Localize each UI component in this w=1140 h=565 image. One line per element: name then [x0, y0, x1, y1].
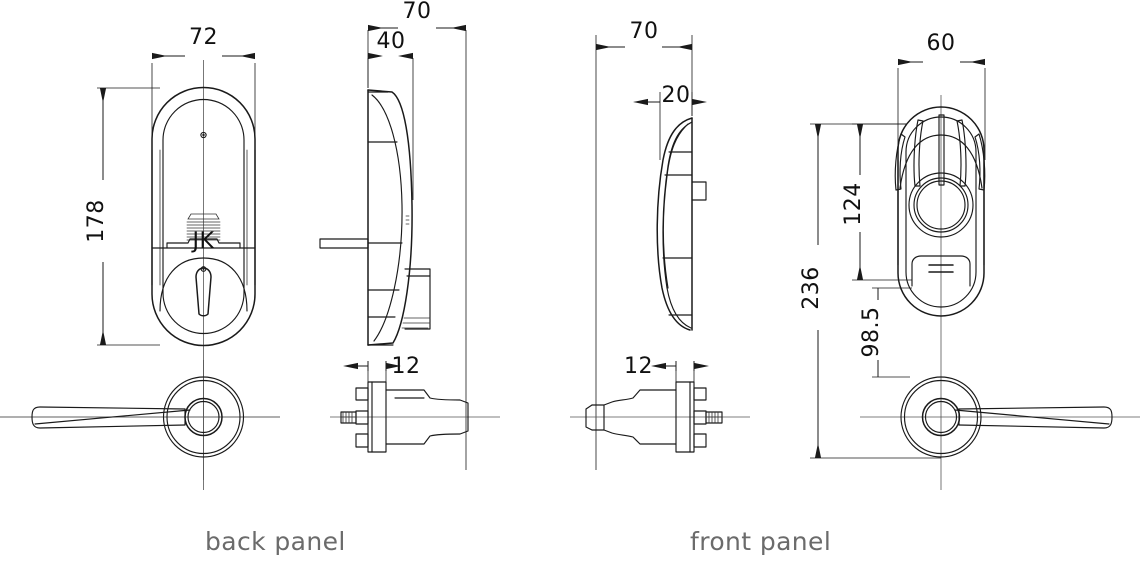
back-side-marks	[405, 215, 410, 225]
front-spindle-tip	[585, 404, 593, 431]
front-lever-highlight	[954, 409, 1110, 425]
dimension-front-depth-body: 20	[633, 83, 707, 160]
thumbturn-pivot	[200, 266, 207, 272]
dimension-front-width: 60	[897, 31, 986, 160]
dimension-label-12-back: 12	[392, 354, 421, 379]
dimension-label-60: 60	[927, 31, 956, 56]
dimension-label-20: 20	[662, 83, 691, 108]
threaded-stud	[340, 411, 357, 424]
dimension-label-40: 40	[377, 29, 406, 54]
dimension-label-124: 124	[841, 182, 866, 226]
back-side-front-profile	[367, 89, 413, 346]
front-side-profile-3	[662, 123, 689, 289]
indicator-hole-center	[202, 133, 205, 137]
back-side-inner-profile	[371, 94, 403, 342]
back-panel-front-view: JK	[0, 60, 280, 490]
rosette-hub-inner	[187, 400, 220, 434]
thumbturn-housing	[159, 257, 248, 312]
dimension-label-178: 178	[84, 199, 109, 243]
mount-plate	[367, 381, 387, 453]
cover-lip	[166, 238, 241, 249]
back-panel-spindle-view	[330, 381, 500, 453]
front-panel-inner-face	[905, 116, 977, 308]
front-plate-tab-top	[693, 387, 707, 401]
dimension-back-width: 72	[151, 25, 256, 150]
back-panel-logo: JK	[191, 229, 215, 254]
dimension-label-72: 72	[189, 25, 218, 50]
thumbturn-knob	[195, 267, 212, 317]
dimension-label-98-5: 98.5	[859, 307, 884, 358]
dimension-label-12-front: 12	[624, 354, 653, 379]
caption-back-panel: back panel	[205, 527, 346, 556]
front-panel-front-view	[860, 95, 1140, 490]
dimension-back-height: 178	[84, 87, 160, 346]
plate-tab-top	[355, 387, 369, 401]
front-rosette-outer	[900, 376, 982, 458]
front-side-outer-profile	[656, 117, 693, 331]
dimension-label-70-back: 70	[403, 0, 432, 24]
dimension-front-depth-total: 70	[595, 19, 693, 470]
caption-front-panel: front panel	[690, 527, 832, 556]
front-mount-plate	[675, 381, 695, 453]
back-panel-outline	[151, 86, 256, 347]
dimension-label-236: 236	[799, 266, 824, 310]
front-panel-spindle-view	[570, 381, 750, 453]
back-panel-side-view	[319, 89, 431, 346]
dimension-back-depth-body: 40	[367, 29, 414, 200]
back-panel-inner-face	[162, 98, 245, 335]
keyway-slots	[928, 264, 954, 273]
front-panel-outline	[897, 106, 985, 317]
dimension-back-plate-12: 12	[343, 354, 421, 382]
lever-handle	[31, 406, 186, 429]
back-panel-handle-view	[0, 360, 280, 480]
keyway-cover	[911, 255, 971, 287]
dimension-front-upper-height: 124	[841, 123, 912, 281]
front-plate-tab-mid	[693, 410, 707, 425]
dimension-front-lower-height: 98.5	[859, 287, 912, 378]
fan-slots	[894, 114, 986, 191]
thumbturn-pivot-dot	[202, 268, 205, 270]
reader-ring-inner	[916, 180, 966, 230]
rosette-outer-inner	[166, 379, 241, 455]
thumbturn-boss	[404, 268, 431, 330]
front-side-tab	[691, 181, 707, 201]
reader-ring-outer	[908, 172, 974, 238]
front-panel-side-view	[656, 117, 707, 331]
reader-ring-mid	[913, 177, 969, 233]
front-rosette-outer-inner	[903, 379, 979, 455]
spindle-bar	[319, 238, 369, 249]
indicator-hole	[200, 131, 207, 139]
front-plate-tab-bottom	[693, 433, 707, 448]
front-spindle-body	[603, 389, 677, 445]
front-threaded-stud	[705, 411, 723, 424]
rosette-outer	[162, 376, 245, 458]
lever-highlight	[34, 409, 191, 425]
spindle-body	[385, 389, 469, 445]
front-rosette-hub-inner	[924, 400, 958, 434]
dimension-label-70-front: 70	[630, 19, 659, 44]
fan-arc	[899, 134, 983, 189]
dimension-front-plate-12: 12	[624, 354, 709, 382]
front-lever-handle	[958, 406, 1113, 429]
front-panel-handle-view	[900, 376, 1113, 458]
grille-detail	[186, 213, 221, 241]
plate-tab-bottom	[355, 433, 369, 448]
